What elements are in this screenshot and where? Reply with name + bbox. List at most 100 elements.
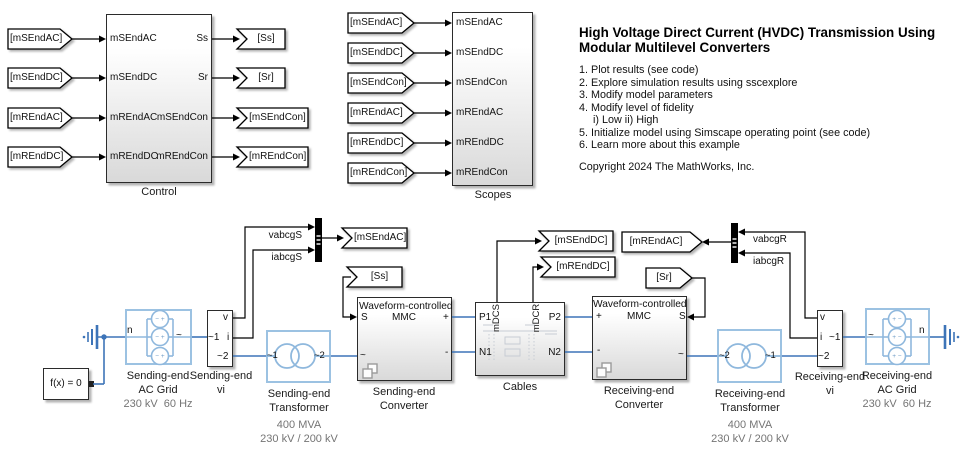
from-tag-label: [mREndAC] [350,107,403,118]
transformer-port: ~2 [719,350,730,361]
ground-icon-right[interactable] [943,325,960,349]
sending-grid-name: AC Grid [138,384,178,396]
goto-tag-mSEndAC-circuit [340,227,408,249]
description-item: 3. Modify model parameters [579,89,713,101]
description-item: 2. Explore simulation results using ssce… [579,77,798,89]
signal-label-iabcgR: iabcgR [753,256,785,267]
cables-port-p1: P1 [479,312,492,323]
receiving-vi-name: vi [826,385,834,397]
bus-creator-sending[interactable] [315,218,322,262]
from-tag-mSEndCon-scopes [347,72,416,94]
receiving-converter-name: Converter [614,399,664,411]
grid-port-ac: ~ [868,330,874,341]
sending-grid-annotation: 230 kV 60 Hz [123,398,193,410]
cable-model-sketch [483,324,557,362]
converter-port-ac: ~ [678,349,684,360]
goto-tag-label: [mSEndCon] [249,112,306,123]
scopes-in-port: mSEndAC [456,17,503,28]
converter-port-ac: ~ [360,350,366,361]
scopes-in-port: mREndCon [456,167,508,178]
cables-port-p2: P2 [548,312,561,323]
receiving-vi-block[interactable] [817,310,843,367]
converter-port-minus: - [597,345,601,356]
goto-tag-label: [mSEndAC] [354,232,407,243]
scopes-block-name: Scopes [474,189,512,201]
sending-converter-name: Sending-end [372,386,436,398]
sending-transformer-annotation: 230 kV / 200 kV [260,433,338,445]
ground-icon-left[interactable] [82,325,99,349]
goto-tag-label: [mREndAC] [629,236,683,247]
scopes-in-port: mSEndCon [456,77,508,88]
receiving-grid-name: Receiving-end [861,370,933,382]
model-title-line2: Modular Multilevel Converters [579,40,771,55]
cables-port-mdcs: mDCS [491,304,502,332]
from-tag-mSEndAC-control [7,28,74,50]
source-signs: + − [892,334,902,341]
model-title-line1: High Voltage Direct Current (HVDC) Trans… [579,25,936,40]
vi-port-a1: ~1 [829,332,841,343]
from-tag-mSEndDC-control [7,67,74,89]
vi-port-a2: ~2 [818,351,830,362]
solver-configuration-block[interactable] [43,368,89,400]
sending-vi-name: vi [217,384,225,396]
converter-port-s: S [679,311,686,322]
goto-tag-Sr [235,67,286,89]
physical-wires[interactable] [93,316,945,385]
scopes-subsystem-block[interactable] [452,12,533,186]
vi-port-a2: ~2 [217,351,229,362]
receiving-transformer-name: Transformer [720,402,780,414]
scopes-in-port: mSEndDC [456,47,504,58]
goto-tag-label: [mREndDC] [556,261,610,272]
solver-block-label: f(x) = 0 [50,378,82,389]
from-tag-label: [Sr] [656,272,672,283]
transformer-icon-receiving [717,343,782,369]
control-in-port: mREndAC [110,112,158,123]
goto-tag-label: [mREndCon] [249,151,307,162]
description-item: i) Low ii) High [593,114,659,126]
control-out-port: mREndCon [156,151,208,162]
variant-badge-icon-receiving [596,362,612,378]
control-out-port: Ss [196,33,208,44]
control-block-name: Control [141,186,177,198]
signal-wires[interactable] [72,22,817,339]
transformer-port: ~1 [765,350,776,361]
from-tag-mREndDC-control [7,146,74,168]
cables-port-mdcr: mDCR [531,303,542,333]
vi-port-a1: ~1 [208,332,220,343]
converter-port-minus: - [445,347,449,358]
control-out-port: Sr [198,72,208,83]
bus-creator-receiving[interactable] [731,223,738,263]
control-in-port: mREndDC [110,151,158,162]
converter-port-plus: + [443,312,449,323]
goto-tag-mREndAC-circuit [621,231,704,253]
transformer-port: ~1 [267,350,278,361]
sending-transformer-name: Sending-end [267,388,331,400]
vi-port-i: i [820,332,823,343]
vi-port-i: i [227,332,230,343]
three-phase-source-icon-sending [125,309,192,366]
from-tag-label: [Ss] [370,271,389,282]
sending-vi-block[interactable] [207,310,233,367]
transformer-icon-sending [266,343,331,369]
goto-tag-mREndDC-circuit [539,256,616,278]
variant-badge-icon-sending [362,363,378,379]
converter-port-s: S [361,312,368,323]
goto-tag-label: [Sr] [258,72,274,83]
control-in-port: mSEndAC [110,33,157,44]
source-signs: − + [155,353,165,360]
from-tag-mSEndAC-scopes [347,12,416,34]
copyright-text: Copyright 2024 The MathWorks, Inc. [579,161,755,173]
source-signs: + − [892,353,902,360]
from-tag-mREndDC-scopes [347,132,416,154]
receiving-grid-name: AC Grid [877,384,917,396]
control-subsystem-block[interactable] [106,14,212,183]
source-signs: − + [155,334,165,341]
from-tag-mSEndDC-scopes [347,42,416,64]
from-tag-mREndCon-scopes [347,162,416,184]
from-tag-Sr-circuit [645,267,694,289]
sending-converter-name: Converter [379,400,429,412]
from-tag-label: [mSEndDC] [10,72,63,83]
from-goto-tags[interactable] [7,12,704,289]
cables-port-n1: N1 [479,347,492,358]
